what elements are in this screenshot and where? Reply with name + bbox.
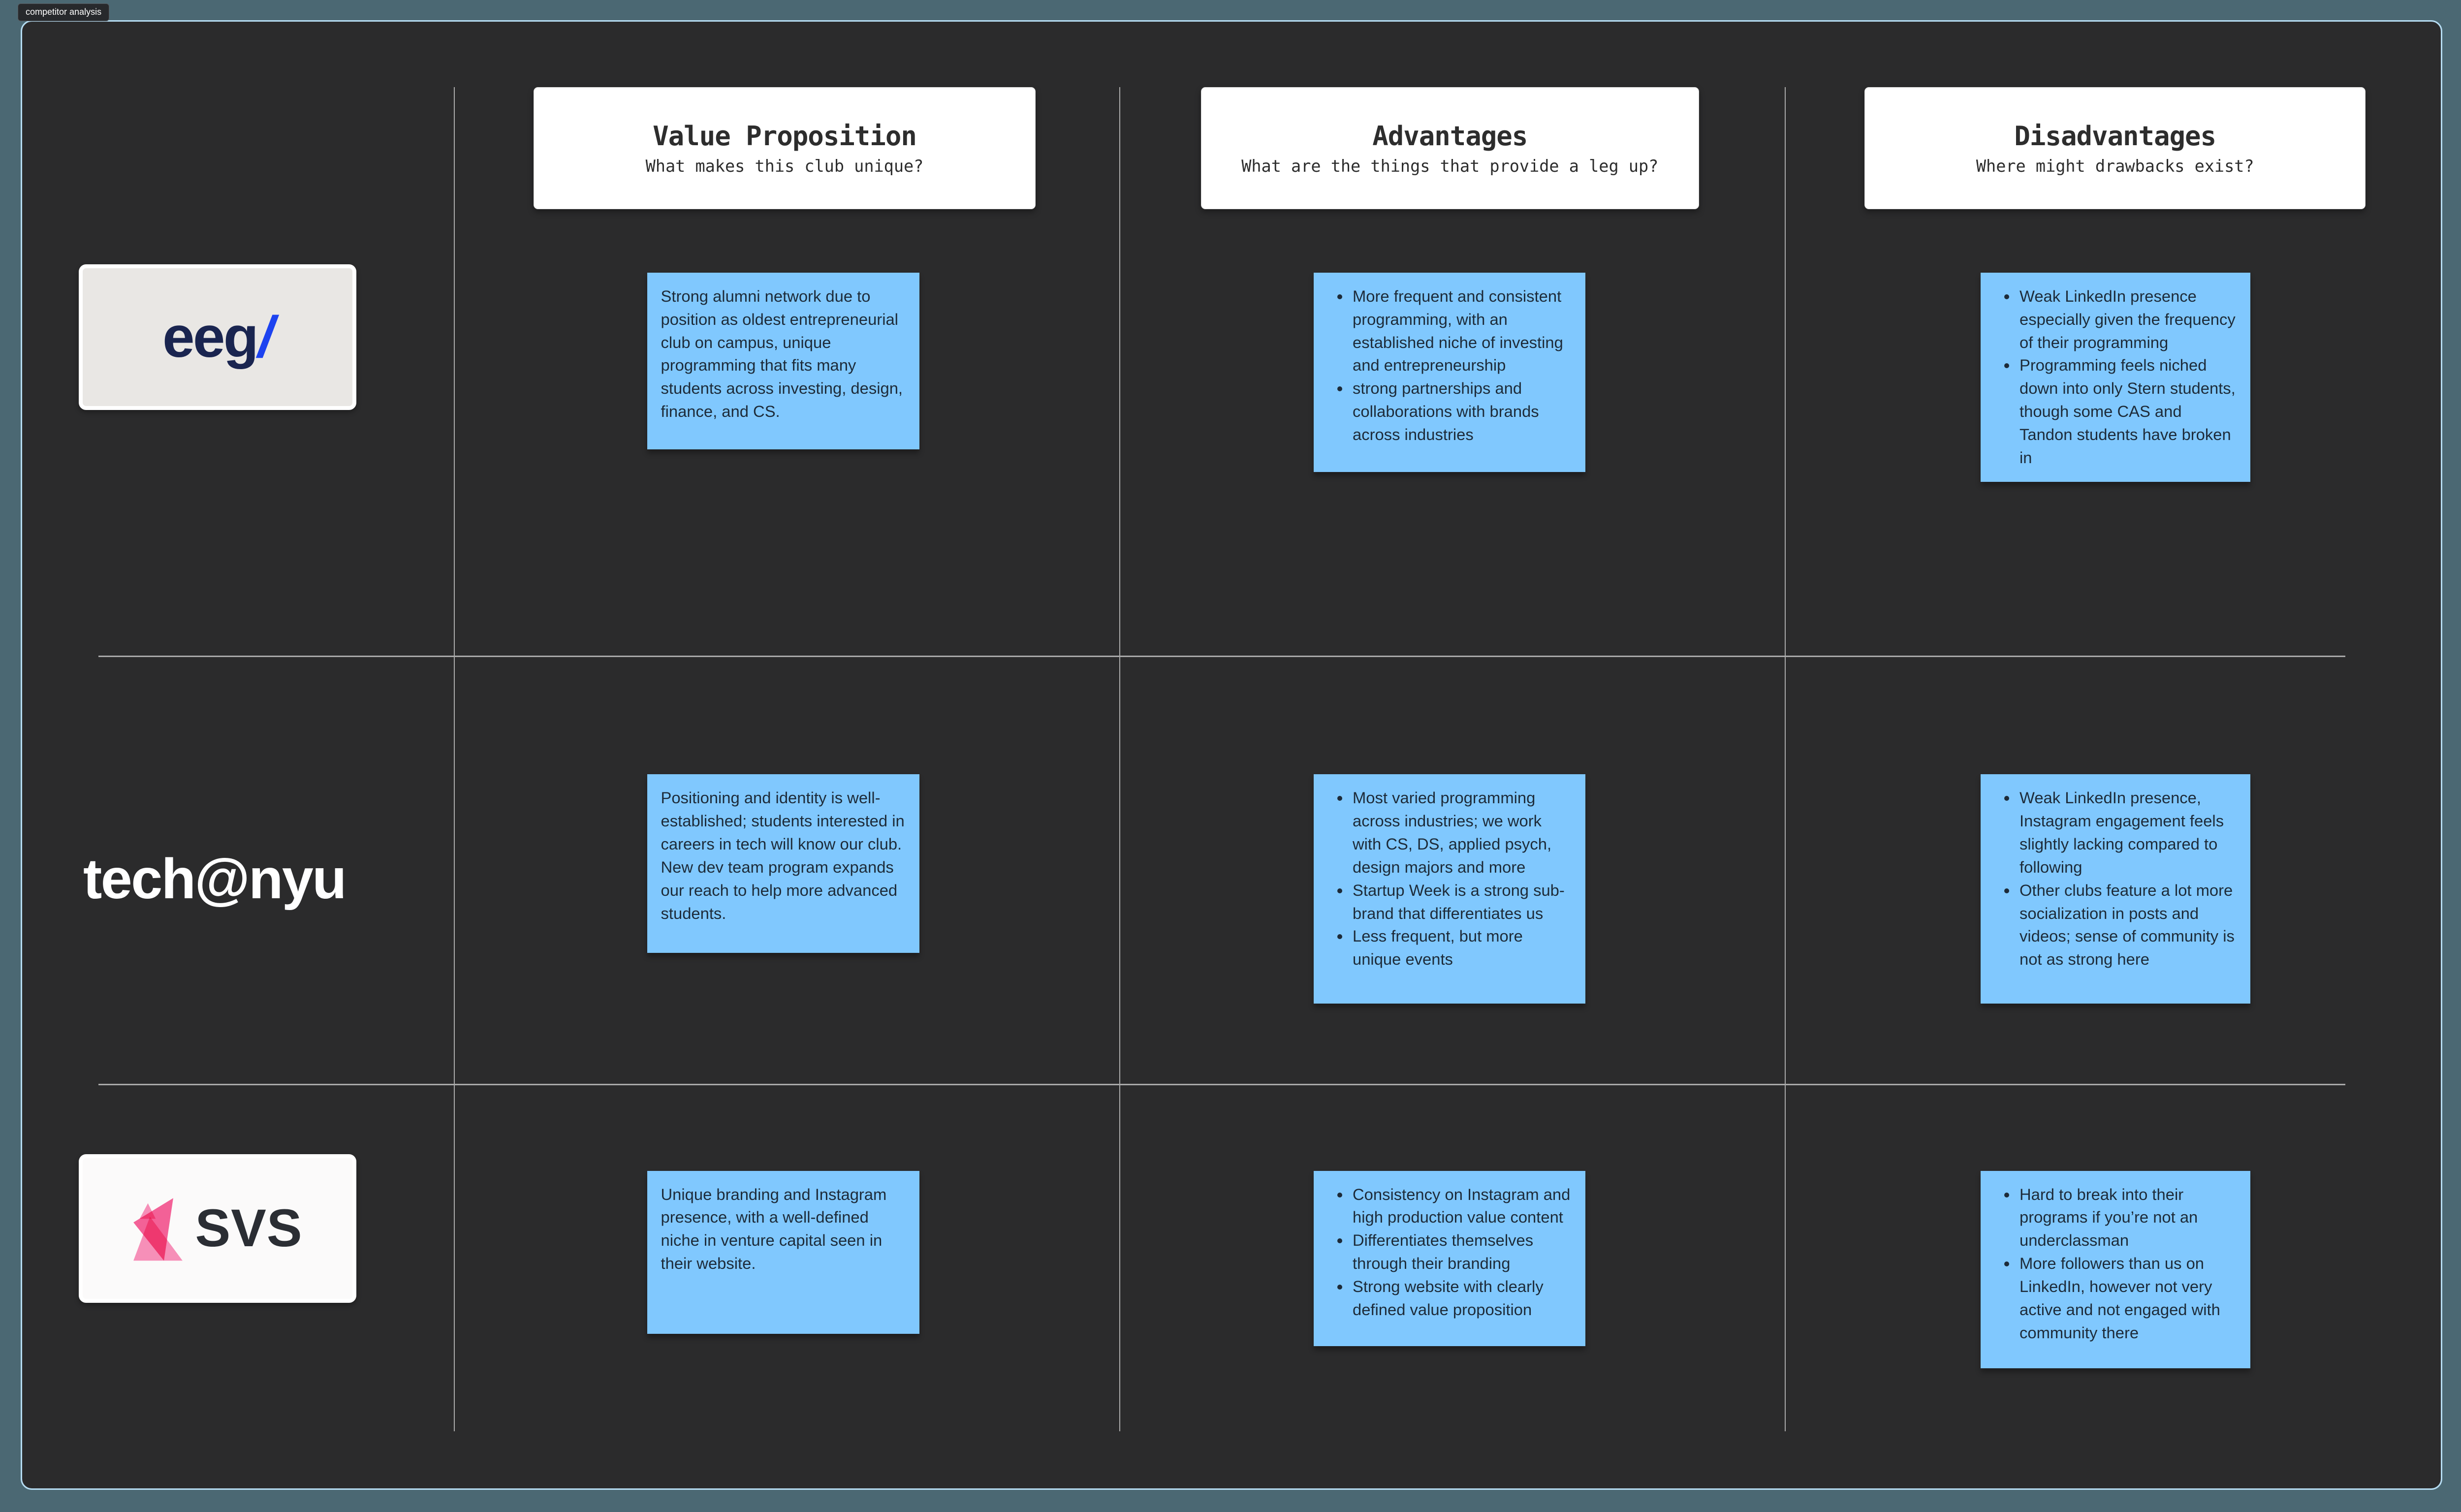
sticky-note-svs-value-proposition[interactable]: Unique branding and Instagram presence, … — [647, 1170, 919, 1334]
sticky-bullet: strong partnerships and collaborations w… — [1351, 377, 1572, 446]
grid-vertical-line-2 — [1119, 87, 1121, 1431]
grid-vertical-line-3 — [1784, 87, 1786, 1431]
column-subtitle: Where might drawbacks exist? — [1976, 157, 2254, 176]
sticky-note-technyu-value-proposition[interactable]: Positioning and identity is well-establi… — [647, 774, 919, 953]
sticky-bullet: Less frequent, but more unique events — [1351, 925, 1572, 971]
column-title: Value Proposition — [653, 121, 917, 152]
sticky-note-svs-disadvantages[interactable]: Hard to break into their programs if you… — [1981, 1170, 2250, 1368]
eeg-logo-text: eeg/ — [162, 304, 274, 369]
eeg-logo-slash: / — [258, 304, 274, 369]
column-subtitle: What are the things that provide a leg u… — [1241, 157, 1659, 176]
sticky-bullet: Startup Week is a strong sub-brand that … — [1351, 879, 1572, 925]
sticky-text: Unique branding and Instagram presence, … — [661, 1185, 887, 1273]
column-subtitle: What makes this club unique? — [645, 157, 924, 176]
svs-logo-mark — [133, 1198, 183, 1261]
sticky-bullet: Programming feels niched down into only … — [2018, 354, 2237, 469]
svs-logo-text: SVS — [195, 1198, 303, 1258]
sticky-bullet: More frequent and consistent programming… — [1351, 285, 1572, 377]
sticky-bullet-list: Hard to break into their programs if you… — [1994, 1183, 2237, 1345]
sticky-bullet-list: Consistency on Instagram and high produc… — [1327, 1183, 1572, 1322]
column-header-disadvantages[interactable]: Disadvantages Where might drawbacks exis… — [1864, 87, 2366, 210]
grid-vertical-line-1 — [453, 87, 455, 1431]
sticky-note-technyu-disadvantages[interactable]: Weak LinkedIn presence, Instagram engage… — [1981, 774, 2250, 1004]
sticky-text: Strong alumni network due to position as… — [661, 286, 903, 421]
sticky-bullet: Weak LinkedIn presence, Instagram engage… — [2018, 787, 2237, 879]
sticky-bullet-list: Weak LinkedIn presence, Instagram engage… — [1994, 787, 2237, 971]
sticky-bullet-list: Weak LinkedIn presence especially given … — [1994, 285, 2237, 470]
sticky-note-eeg-value-proposition[interactable]: Strong alumni network due to position as… — [647, 272, 919, 450]
sticky-note-svs-advantages[interactable]: Consistency on Instagram and high produc… — [1314, 1170, 1585, 1346]
sticky-note-eeg-advantages[interactable]: More frequent and consistent programming… — [1314, 272, 1585, 472]
sticky-bullet: Hard to break into their programs if you… — [2018, 1183, 2237, 1252]
sticky-bullet-list: Most varied programming across industrie… — [1327, 787, 1572, 971]
frame-title-chip[interactable]: competitor analysis — [18, 3, 110, 21]
column-header-advantages[interactable]: Advantages What are the things that prov… — [1200, 87, 1699, 210]
sticky-note-technyu-advantages[interactable]: Most varied programming across industrie… — [1314, 774, 1585, 1004]
sticky-bullet-list: More frequent and consistent programming… — [1327, 285, 1572, 446]
sticky-bullet: Strong website with clearly defined valu… — [1351, 1275, 1572, 1322]
svs-logo-card[interactable]: SVS — [78, 1154, 356, 1303]
column-header-value-proposition[interactable]: Value Proposition What makes this club u… — [534, 87, 1036, 210]
sticky-bullet: Other clubs feature a lot more socializa… — [2018, 879, 2237, 971]
technyu-logo-text[interactable]: tech@nyu — [83, 848, 347, 911]
column-title: Disadvantages — [2014, 121, 2216, 152]
column-title: Advantages — [1372, 121, 1528, 152]
grid-horizontal-line-1 — [98, 656, 2345, 657]
sticky-bullet: Consistency on Instagram and high produc… — [1351, 1183, 1572, 1229]
sticky-bullet: Weak LinkedIn presence especially given … — [2018, 285, 2237, 354]
sticky-bullet: Most varied programming across industrie… — [1351, 787, 1572, 879]
sticky-text: Positioning and identity is well-establi… — [661, 788, 905, 922]
grid-horizontal-line-2 — [98, 1084, 2345, 1085]
eeg-logo-card[interactable]: eeg/ — [78, 264, 356, 410]
sticky-bullet: Differentiates themselves through their … — [1351, 1229, 1572, 1275]
sticky-bullet: More followers than us on LinkedIn, howe… — [2018, 1252, 2237, 1344]
sticky-note-eeg-disadvantages[interactable]: Weak LinkedIn presence especially given … — [1981, 272, 2250, 482]
